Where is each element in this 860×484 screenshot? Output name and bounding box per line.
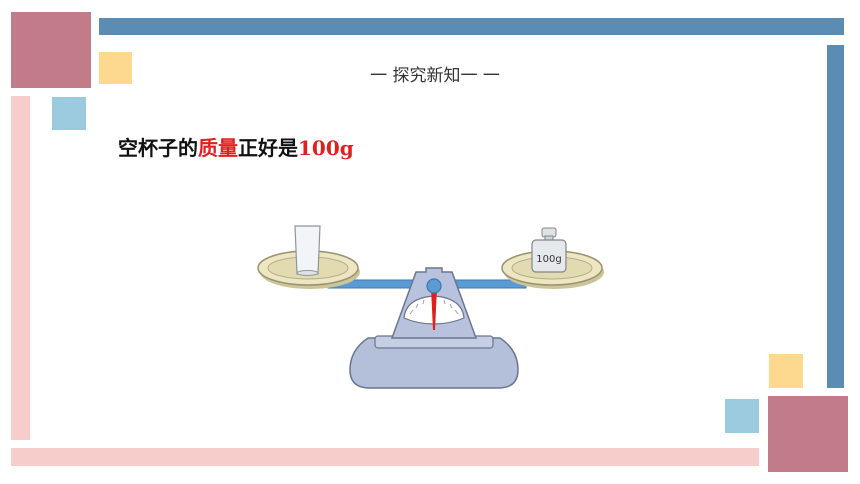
empty-glass-bottom — [296, 270, 319, 276]
scale-needle — [431, 288, 437, 330]
decor-bar-pink-bottom — [11, 448, 759, 466]
scale-base — [349, 337, 519, 389]
weight-body — [531, 239, 567, 273]
statement-part2: 正好是 — [238, 136, 298, 160]
decor-bar-blue-top — [99, 18, 844, 35]
statement-value: 100g — [298, 136, 354, 160]
empty-glass — [294, 225, 321, 275]
decor-bar-blue-right — [827, 45, 844, 388]
section-title: 一 探究新知一 一 — [370, 66, 500, 86]
decor-square-blue-top-left — [52, 97, 86, 130]
decor-square-yellow-bottom-right — [769, 354, 803, 388]
weight-label: 100g — [536, 254, 561, 265]
decor-square-blue-bottom-right — [725, 399, 759, 433]
decor-square-rose-top-left — [11, 12, 91, 88]
decor-bar-pink-left — [11, 96, 30, 440]
decor-square-rose-bottom-right — [768, 396, 848, 472]
scale-pivot — [426, 278, 442, 294]
dial-ticks — [409, 299, 459, 315]
balance-scale-illustration: 100g — [257, 225, 604, 389]
statement-text: 空杯子的质量正好是100g — [118, 130, 354, 166]
statement-highlight: 质量 — [198, 136, 238, 160]
decor-square-yellow-top-left — [99, 52, 132, 84]
statement-part1: 空杯子的 — [118, 136, 198, 160]
